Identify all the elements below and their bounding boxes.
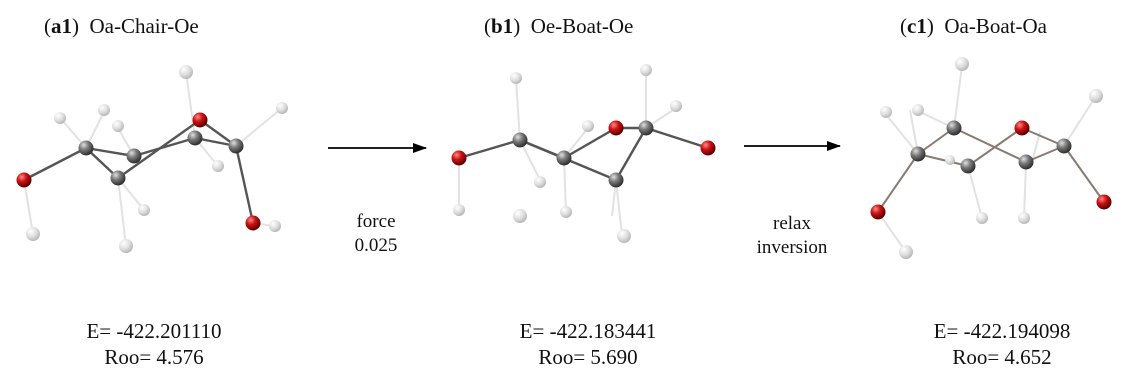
- panel-c1-roo: Roo= 4.652: [952, 345, 1052, 369]
- transition-1-line2: 0.025: [354, 235, 398, 256]
- panel-c1-title: (c1) Oa-Boat-Oa: [900, 14, 1047, 38]
- panel-c1-energy: E= -422.194098: [933, 319, 1071, 343]
- transition-2-line2: inversion: [756, 237, 828, 258]
- molecule-a1: [16, 65, 288, 253]
- transition-label-1: force 0.025: [306, 210, 446, 258]
- panel-a1-title: (a1) Oa-Chair-Oe: [44, 14, 199, 38]
- panel-a1-energy: E= -422.201110: [86, 319, 222, 343]
- panel-b1-values: E= -422.183441 Roo= 5.690: [458, 318, 718, 370]
- panel-b1-energy: E= -422.183441: [519, 319, 657, 343]
- panel-a1-roo: Roo= 4.576: [104, 345, 204, 369]
- transition-1-line1: force: [356, 211, 396, 232]
- transition-2-line1: relax: [773, 213, 811, 234]
- panel-a1-values: E= -422.201110 Roo= 4.576: [24, 318, 284, 370]
- molecule-c1: [870, 57, 1112, 259]
- panel-b1-title: (b1) Oe-Boat-Oe: [484, 14, 634, 38]
- panel-b1-roo: Roo= 5.690: [538, 345, 638, 369]
- panel-c1-values: E= -422.194098 Roo= 4.652: [872, 318, 1126, 370]
- transition-label-2: relax inversion: [722, 212, 862, 260]
- molecule-b1: [451, 64, 716, 243]
